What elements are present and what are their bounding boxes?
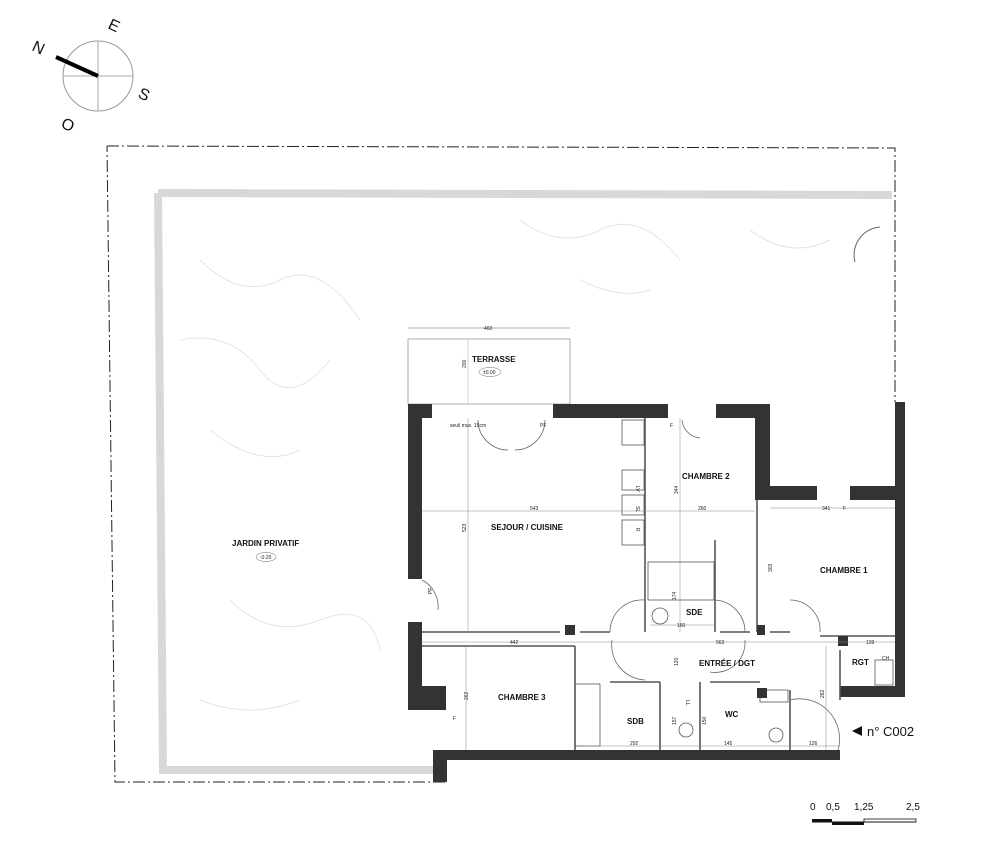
dim-160: 160 <box>677 623 686 629</box>
level-jardin: -0.20 <box>260 555 272 561</box>
interior-walls <box>422 418 895 750</box>
dim-262: 262 <box>464 691 470 700</box>
dim-442: 442 <box>510 640 519 646</box>
garden-gate <box>853 226 881 263</box>
dim-120: 120 <box>674 657 680 666</box>
scale-tick-3: 2,5 <box>906 802 920 813</box>
scale-tick-0: 0 <box>810 802 816 813</box>
dim-344: 344 <box>674 485 680 494</box>
dim-139: 139 <box>866 640 875 646</box>
label-f-2: F <box>843 506 846 512</box>
pillar <box>757 688 767 698</box>
dim-174: 174 <box>672 591 678 600</box>
dim-523: 523 <box>462 523 468 532</box>
room-label-terrasse: TERRASSE <box>472 355 516 364</box>
terrace-area <box>407 338 571 405</box>
dim-303: 303 <box>768 563 774 572</box>
level-badge-terrasse <box>478 367 502 377</box>
room-label-rgt: RGT <box>852 658 869 667</box>
dim-282: 282 <box>820 689 826 698</box>
room-label-sejour: SEJOUR / CUISINE <box>491 523 564 532</box>
room-label-jardin: JARDIN PRIVATIF <box>232 539 299 548</box>
scale-tick-1: 0,5 <box>826 802 840 813</box>
compass-e: E <box>105 16 122 36</box>
dim-150: 150 <box>702 716 708 725</box>
dim-145: 145 <box>724 741 733 747</box>
compass-n: N <box>29 38 47 58</box>
dim-460: 460 <box>484 326 493 332</box>
label-lv: LV <box>634 486 640 492</box>
room-label-chambre1: CHAMBRE 1 <box>820 566 868 575</box>
dimension-lines <box>422 418 895 750</box>
room-label-sdb: SDB <box>627 717 644 726</box>
dim-126: 126 <box>809 741 818 747</box>
label-pf-2: PF <box>428 588 434 594</box>
room-label-entree: ENTRÉE / DGT <box>699 659 755 668</box>
dim-563: 563 <box>716 640 725 646</box>
dim-260: 260 <box>698 506 707 512</box>
room-label-sde: SDE <box>686 608 703 617</box>
label-seuil: seuil max. 15cm <box>450 423 486 429</box>
pillar <box>565 625 575 635</box>
dim-341: 341 <box>822 506 831 512</box>
room-label-wc: WC <box>725 710 739 719</box>
garden-border <box>154 189 893 774</box>
pillar <box>838 636 848 646</box>
label-r: R <box>634 528 640 532</box>
label-f-1: F <box>670 423 673 429</box>
unit-label: n° C002 <box>867 724 914 739</box>
room-label-chambre2: CHAMBRE 2 <box>682 472 730 481</box>
garden-texture <box>179 219 831 711</box>
pillar <box>757 625 765 635</box>
scale-bar: 0 0,5 1,25 2,5 <box>810 802 920 825</box>
label-f-3: F <box>453 716 456 722</box>
level-badge-jardin <box>255 552 277 562</box>
compass-o: O <box>58 115 76 136</box>
label-ch: CH <box>882 656 890 662</box>
label-ll: LL <box>684 700 690 706</box>
unit-arrow-icon <box>852 726 862 736</box>
compass: N E S O <box>29 16 152 136</box>
fixtures <box>574 419 894 747</box>
level-terrasse: ±0.00 <box>483 370 496 376</box>
label-pf-1: PF <box>540 423 546 429</box>
dim-543: 543 <box>530 506 539 512</box>
doors <box>421 419 840 751</box>
dim-200: 200 <box>462 359 468 368</box>
dim-292: 292 <box>630 741 639 747</box>
compass-needle <box>55 55 99 78</box>
room-label-chambre3: CHAMBRE 3 <box>498 693 546 702</box>
dim-157: 157 <box>672 716 678 725</box>
exterior-walls <box>408 402 905 782</box>
scale-tick-2: 1,25 <box>854 802 874 813</box>
label-sl: SL <box>634 506 640 512</box>
compass-s: S <box>135 85 152 105</box>
garden-boundary <box>106 145 896 783</box>
